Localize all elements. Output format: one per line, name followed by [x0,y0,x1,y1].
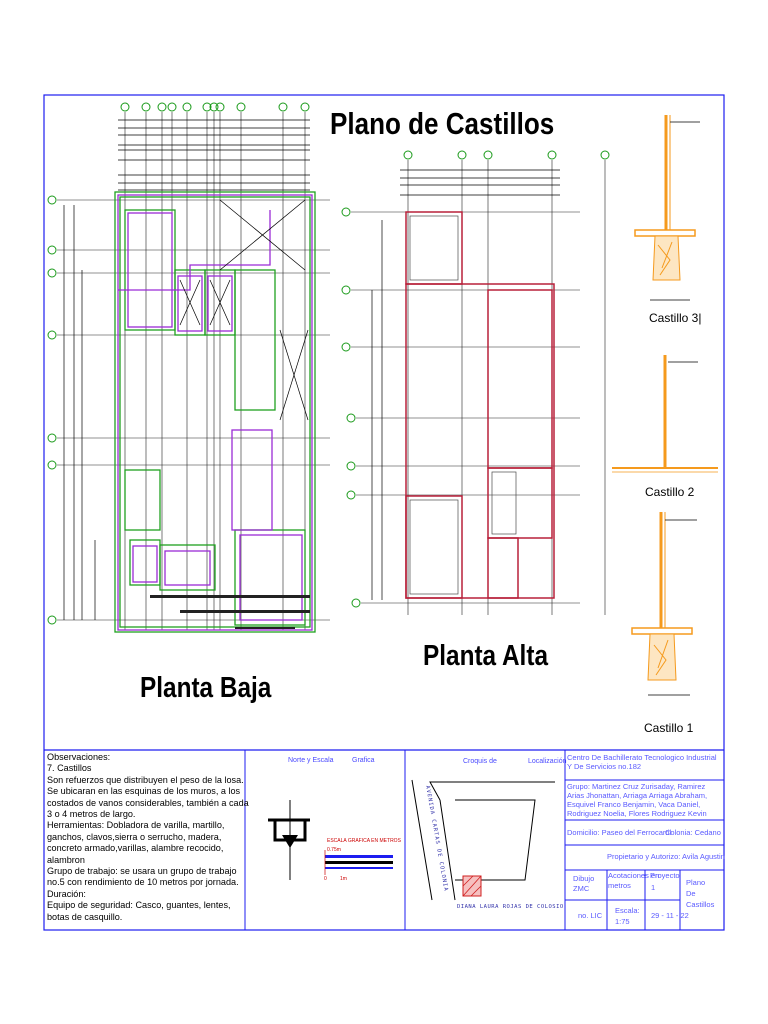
scale-title: ESCALA GRAFICA EN METROS [327,838,401,844]
acotaciones-value: metros [608,881,631,890]
graphic-scale [324,850,393,875]
observations-panel: Observaciones: 7. Castillos Son refuerzo… [47,752,253,923]
north-scale-label: Norte y Escala [288,757,334,764]
north-arrow-icon [268,800,310,880]
localizacion-label: Localización [528,758,567,765]
domicilio: Domicilio: Paseo del Ferrocarril [567,828,672,837]
observations-heading: Observaciones: [47,752,111,762]
castillo-3-label: Castillo 3| [649,311,702,325]
scale-one: 1m [340,876,347,882]
scale-top-value: 0.75m [327,847,341,853]
plano-value: De [686,889,696,898]
plano-value-2: Castillos [686,900,715,909]
school-name: Centro De Bachillerato Tecnologico Indus… [567,753,717,771]
sheet-frame [43,94,725,931]
title-block-grid [244,750,724,930]
observations-safety: Equipo de seguridad: Casco, guantes, len… [47,900,231,922]
location-sketch [411,779,555,901]
colonia: Colonia: Cedano [665,828,721,837]
observations-crew: Grupo de trabajo: se usara un grupo de t… [47,866,239,888]
castillo-details [612,115,718,696]
scale-zero: 0 [324,876,327,882]
croquis-label: Croquis de [463,758,497,765]
dibujo-label: Dibujo [573,874,595,883]
plan-title: Plano de Castillos [330,106,555,141]
planta-baja-title: Planta Baja [140,672,272,704]
castillo-1-label: Castillo 1 [644,721,694,735]
planta-alta-plan [341,150,610,615]
nolic-label: no. LIC [578,911,603,920]
acotaciones-label: Acotaciones en [608,871,660,880]
observations-item: 7. Castillos [47,763,92,774]
planta-baja-plan [47,102,330,633]
proyecto-label: Proyecto [650,871,680,880]
observations-duration: Duración: [47,888,86,899]
escala-label: Escala: [615,906,640,915]
planta-alta-title: Planta Alta [423,640,548,672]
castillo-2-label: Castillo 2 [645,485,695,499]
street-bottom-label: DIANA LAURA ROJAS DE COLOSIO [457,904,564,910]
dibujo-value: ZMC [573,884,590,893]
observations-tools: Herramientas: Dobladora de varilla, mart… [47,820,225,865]
fecha: 29 - 11 - 22 [651,911,689,920]
plano-label: Plano [686,878,706,887]
grafica-label: Grafica [352,757,375,764]
escala-value: 1:75 [615,917,630,926]
group-members: Grupo: Martinez Cruz Zurisaday, Ramirez … [567,782,708,818]
owner: Propietario y Autorizo: Avila Agustin [607,852,725,861]
observations-description: Son refuerzos que distribuyen el peso de… [47,774,249,820]
proyecto-value: 1 [651,883,656,892]
